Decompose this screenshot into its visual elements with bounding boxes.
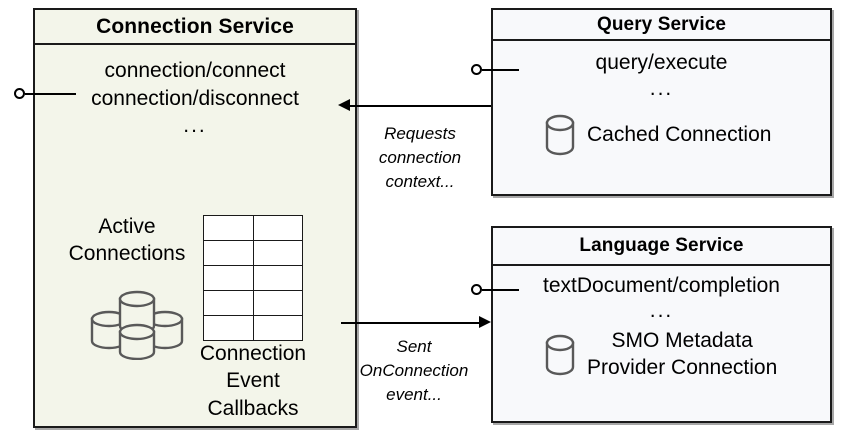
connection-service-provided-interface-lollipop[interactable] <box>14 88 76 102</box>
interface-stem <box>482 68 519 71</box>
table-row <box>203 240 303 266</box>
query-service-provided-interface-lollipop[interactable] <box>471 64 519 78</box>
connector-line <box>341 322 481 324</box>
connector-label-line-2: OnConnection <box>359 361 469 381</box>
language-service-ellipsis: ... <box>649 299 674 322</box>
connector-label-line-1: Sent <box>396 337 432 356</box>
database-cylinder-icon <box>545 114 575 156</box>
table-cell <box>203 265 254 291</box>
table-cell <box>203 215 254 241</box>
cached-connection-store: Cached Connection <box>543 111 771 159</box>
interface-ball-icon <box>471 284 482 295</box>
query-service-title: Query Service <box>493 10 830 41</box>
interface-ball-icon <box>471 64 482 75</box>
smo-metadata-provider-store: SMO Metadata Provider Connection <box>543 328 777 382</box>
arrowhead-right-icon <box>479 316 491 328</box>
table-row <box>203 290 303 316</box>
query-service-box[interactable]: Query Service query/execute ... Cached C… <box>491 8 832 196</box>
language-service-body: textDocument/completion ... SMO Metadata… <box>493 266 830 421</box>
table-cell <box>252 290 303 316</box>
smo-metadata-line-2: Provider Connection <box>587 355 778 379</box>
table-row <box>203 265 303 291</box>
interface-ball-icon <box>14 88 25 99</box>
connection-service-title: Connection Service <box>35 10 355 45</box>
connector-label-line-1: Requests <box>384 124 456 143</box>
operation-textdocument-completion: textDocument/completion <box>543 274 780 297</box>
table-row <box>203 315 303 341</box>
table-cell <box>252 240 303 266</box>
active-connections-label: Active Connections <box>43 213 211 268</box>
connector-label-requests-connection-context: Requests connection context... <box>355 122 485 194</box>
query-service-ellipsis: ... <box>649 77 674 100</box>
table-cell <box>203 290 254 316</box>
connection-service-box[interactable]: Connection Service connection/connect co… <box>33 8 357 428</box>
table-cell <box>252 265 303 291</box>
interface-stem <box>25 92 76 95</box>
connector-label-line-3: event... <box>386 385 442 405</box>
active-connections-line-1: Active <box>98 215 156 238</box>
connector-label-line-3: context... <box>385 172 455 192</box>
callbacks-line-2: Event <box>226 369 280 393</box>
table-cell <box>203 240 254 266</box>
smo-metadata-label: SMO Metadata Provider Connection <box>587 328 777 382</box>
operation-query-execute: query/execute <box>595 51 728 74</box>
connection-service-body: connection/connect connection/disconnect… <box>35 45 355 428</box>
table-cell <box>252 215 303 241</box>
smo-metadata-line-1: SMO Metadata <box>611 329 753 352</box>
query-service-body: query/execute ... Cached Connection <box>493 41 830 194</box>
connection-service-operations: connection/connect connection/disconnect… <box>35 57 355 140</box>
connector-label-sent-onconnection-event: Sent OnConnection event... <box>346 335 482 407</box>
callbacks-line-3: Callbacks <box>207 396 299 420</box>
database-cluster-icon <box>87 288 187 361</box>
database-cylinder-icon <box>545 334 575 376</box>
table-cell <box>203 315 254 341</box>
language-service-provided-interface-lollipop[interactable] <box>471 284 519 298</box>
connector-label-line-2: connection <box>378 148 462 168</box>
connection-service-ellipsis: ... <box>183 114 207 138</box>
table-row <box>203 215 303 241</box>
language-service-title: Language Service <box>493 228 830 266</box>
active-connections-line-2: Connections <box>68 242 186 266</box>
connection-event-callbacks-label: Connection Event Callbacks <box>183 340 323 422</box>
connector-line <box>350 105 491 107</box>
cached-connection-label: Cached Connection <box>587 122 772 146</box>
callbacks-line-1: Connection <box>199 342 307 365</box>
language-service-box[interactable]: Language Service textDocument/completion… <box>491 226 832 423</box>
table-cell <box>252 315 303 341</box>
arrowhead-left-icon <box>338 99 350 111</box>
operation-connection-connect: connection/connect <box>104 59 286 82</box>
operation-connection-disconnect: connection/disconnect <box>91 86 299 110</box>
connection-event-callbacks-table <box>203 215 303 341</box>
interface-stem <box>482 288 519 291</box>
